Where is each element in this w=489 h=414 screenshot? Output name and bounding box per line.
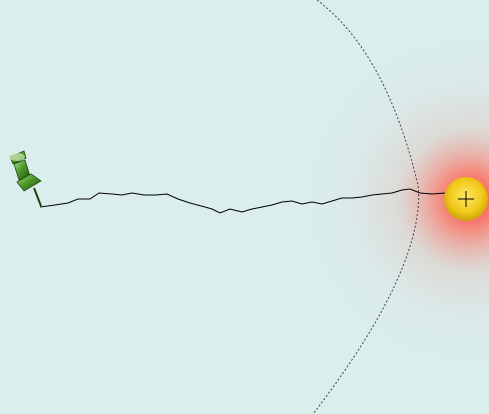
charge-ball[interactable] [444, 177, 488, 221]
trajectory-line [39, 188, 468, 214]
equipotential-boundary [312, 0, 420, 414]
pushpin-icon[interactable] [9, 150, 42, 207]
